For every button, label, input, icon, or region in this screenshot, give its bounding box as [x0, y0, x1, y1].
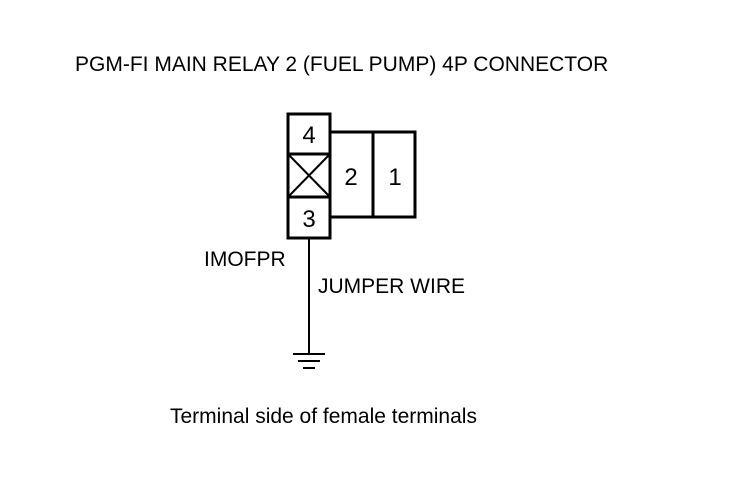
- diagram-title: PGM-FI MAIN RELAY 2 (FUEL PUMP) 4P CONNE…: [75, 53, 608, 76]
- ground-icon: [293, 353, 325, 369]
- pin-1-label: 1: [388, 164, 401, 191]
- pin-4-label: 4: [302, 122, 315, 149]
- pin-2-label: 2: [344, 164, 357, 191]
- jumper-wire-label: JUMPER WIRE: [318, 275, 465, 298]
- pin-3-label: 3: [302, 206, 315, 233]
- x-mark-icon: [287, 153, 331, 198]
- wire-color-label: IMOFPR: [204, 248, 286, 271]
- diagram-caption: Terminal side of female terminals: [170, 405, 477, 428]
